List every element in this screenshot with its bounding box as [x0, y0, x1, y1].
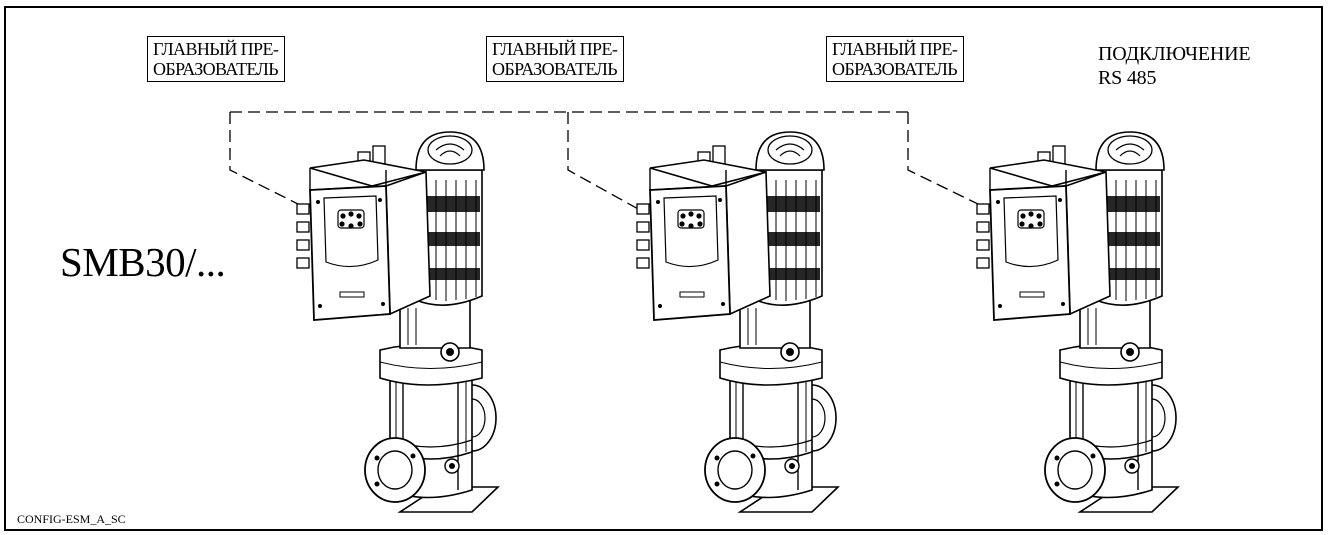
- main-converter-label-2: ГЛАВНЫЙ ПРЕ- ОБРАЗОВАТЕЛЬ: [486, 36, 625, 82]
- reference-code: CONFIG-ESM_A_SC: [17, 512, 126, 526]
- main-converter-label-2-line1: ГЛАВНЫЙ ПРЕ-: [492, 39, 618, 59]
- pump-unit-1: [296, 131, 499, 513]
- main-converter-label-1: ГЛАВНЫЙ ПРЕ- ОБРАЗОВАТЕЛЬ: [147, 36, 286, 82]
- main-converter-label-2-line2: ОБРАЗОВАТЕЛЬ: [492, 59, 618, 79]
- rs485-bus-line: [229, 111, 981, 211]
- rs485-connection-label-line1: ПОДКЛЮЧЕНИЕ: [1098, 43, 1251, 65]
- main-converter-label-1-line2: ОБРАЗОВАТЕЛЬ: [153, 59, 279, 79]
- model-label: SMB30/...: [60, 239, 226, 285]
- main-converter-label-3: ГЛАВНЫЙ ПРЕ- ОБРАЗОВАТЕЛЬ: [826, 36, 965, 82]
- main-converter-label-3-line1: ГЛАВНЫЙ ПРЕ-: [832, 39, 958, 59]
- rs485-connection-label-line2: RS 485: [1098, 67, 1157, 89]
- rs485-connection-label: ПОДКЛЮЧЕНИЕ RS 485: [1098, 42, 1251, 90]
- pump-unit-3: [976, 131, 1179, 513]
- pump-unit-2: [636, 131, 839, 513]
- main-converter-label-3-line2: ОБРАЗОВАТЕЛЬ: [832, 59, 958, 79]
- main-converter-label-1-line1: ГЛАВНЫЙ ПРЕ-: [153, 39, 279, 59]
